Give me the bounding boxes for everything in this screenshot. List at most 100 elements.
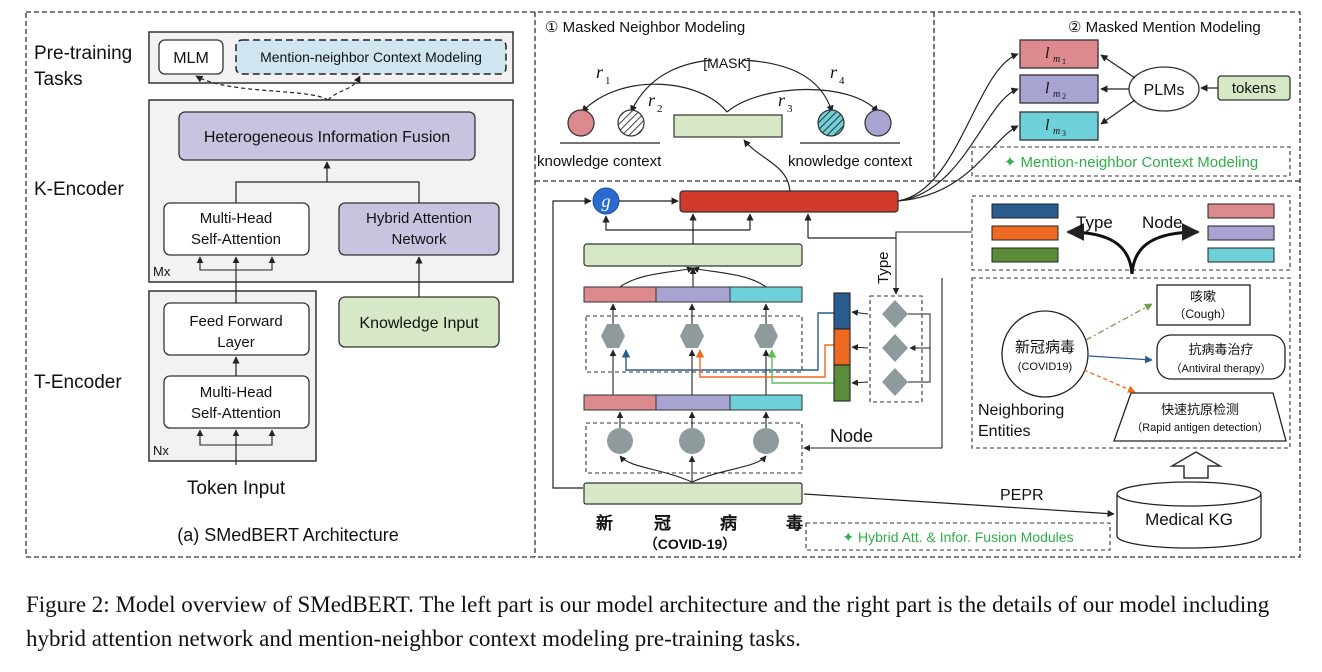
orange-connector	[695, 344, 834, 378]
lm3-box	[1019, 111, 1099, 141]
entity-cough-sub: （Cough）	[1173, 307, 1232, 321]
type-legend-navy	[991, 203, 1059, 219]
r1-label: r	[596, 62, 604, 82]
arc-mask-left	[630, 59, 713, 113]
k-mhsa-label-1: Multi-Head	[200, 210, 273, 227]
hif-label: Heterogeneous Information Fusion	[204, 129, 450, 146]
lower-node-emb-2	[655, 394, 731, 411]
arrow-to-mlm	[195, 75, 329, 101]
entity-rapid-sub: （Rapid antigen detection）	[1131, 421, 1269, 434]
node-curve-arrow	[1130, 223, 1200, 275]
char-3: 病	[720, 513, 737, 533]
node-circle-1	[607, 428, 633, 454]
outer-frame	[25, 11, 1301, 558]
lm2-subsub: 2	[1062, 92, 1066, 101]
pretraining-label-2: Tasks	[34, 69, 83, 90]
arrow-token-c1	[619, 455, 693, 483]
neighboring-label-2: Entities	[978, 423, 1030, 440]
lm1-label: l	[1045, 45, 1050, 62]
entity-cough-label: 咳嗽	[1190, 289, 1216, 304]
lm3-label: l	[1045, 117, 1050, 134]
nx-label: Nx	[153, 443, 169, 458]
r1-sub: 1	[605, 75, 611, 87]
node-legend-cyan	[1207, 247, 1275, 263]
arrow-token-kg	[803, 493, 1115, 518]
edge-rapid	[1083, 369, 1136, 393]
covid-label: （COVID-19）	[644, 536, 737, 552]
masked-neighbor-node-2	[617, 109, 645, 137]
node-circle-3	[753, 428, 779, 454]
entity-cough-box	[1156, 284, 1251, 326]
r3-label: r	[778, 90, 786, 110]
gate-label: g	[602, 191, 611, 211]
mmm-title: ② Masked Mention Modeling	[1068, 19, 1261, 36]
medical-kg-cylinder	[1116, 494, 1262, 549]
arrow-diamond3	[851, 379, 869, 386]
plms-label: PLMs	[1144, 82, 1185, 99]
covid-entity-label: 新冠病毒	[1015, 339, 1075, 356]
arrow-kmhsa-3	[236, 256, 276, 271]
hidden-state-bar	[583, 243, 803, 267]
han-label-2: Network	[391, 231, 447, 248]
mncm-legend-box	[971, 146, 1291, 177]
covid-entity-sub: (COVID19)	[1018, 361, 1072, 373]
type-diamond-box	[869, 295, 923, 403]
hexagon-layer-box	[585, 315, 803, 373]
mncm-legend-label: ✦ Mention-neighbor Context Modeling	[1004, 154, 1258, 171]
mask-label: [MASK]	[703, 55, 750, 71]
type-curve-arrow	[1066, 223, 1134, 275]
t-encoder-label: T-Encoder	[34, 372, 122, 393]
hexagon-3	[754, 324, 778, 348]
upper-node-emb-3	[729, 286, 803, 303]
k-mhsa-label-2: Self-Attention	[191, 231, 281, 248]
arrow-red-lm3	[897, 125, 1019, 202]
type-bar-green	[833, 364, 851, 402]
pretraining-label-1: Pre-training	[34, 43, 132, 64]
hybrid-legend-label: ✦ Hybrid Att. & Infor. Fusion Modules	[842, 529, 1073, 545]
type-vertical-label: Type	[875, 251, 892, 284]
arrow-hidden-gate	[602, 215, 694, 244]
hexagon-2	[680, 324, 704, 348]
kg-up-arrow	[1169, 451, 1223, 479]
entity-rapid-box	[1113, 392, 1287, 442]
upper-node-emb-2	[655, 286, 731, 303]
pepr-label: PEPR	[1000, 487, 1044, 504]
han-label-1: Hybrid Attention	[366, 210, 472, 227]
arc-mask-right	[741, 59, 834, 113]
upper-node-emb-1	[583, 286, 657, 303]
node-legend-label: Node	[1142, 213, 1183, 232]
k-encoder-label: K-Encoder	[34, 179, 124, 200]
lower-node-emb-3	[729, 394, 803, 411]
mention-token-box	[673, 114, 783, 138]
hybrid-legend-box	[805, 522, 1111, 551]
entity-antiviral-label: 抗病毒治疗	[1188, 342, 1253, 357]
ff-label-1: Feed Forward	[189, 313, 282, 330]
type-legend-orange	[991, 225, 1059, 241]
arrow-to-mncm	[327, 75, 361, 101]
covid-entity-node	[1001, 310, 1089, 398]
masked-neighbor-node-3	[817, 109, 845, 137]
lm2-label: l	[1045, 80, 1050, 97]
arrow-red-lm1	[897, 52, 1019, 202]
lm1-subsub: 1	[1062, 57, 1066, 66]
char-2: 冠	[654, 514, 671, 533]
lm3-subsub: 3	[1062, 129, 1066, 138]
r4-sub: 4	[839, 75, 845, 87]
hexagon-1	[601, 324, 625, 348]
kg-neighbor-panel	[971, 277, 1291, 449]
node-legend-pink	[1207, 203, 1275, 219]
type-legend-green	[991, 247, 1059, 263]
entity-antiviral-sub: （Antiviral therapy）	[1171, 362, 1272, 375]
type-diamond-2	[882, 334, 908, 362]
char-4: 毒	[786, 514, 803, 533]
arrow-tmhsa-3	[236, 429, 276, 446]
arrow-plms-lm1	[1100, 54, 1136, 79]
lm1-box	[1019, 39, 1099, 69]
lm2-box	[1019, 74, 1099, 104]
mlm-box	[158, 39, 224, 75]
type-legend-label: Type	[1076, 213, 1113, 232]
char-1: 新	[596, 513, 613, 533]
node-legend-lavender	[1207, 225, 1275, 241]
mention-neighbor-box	[235, 39, 507, 75]
